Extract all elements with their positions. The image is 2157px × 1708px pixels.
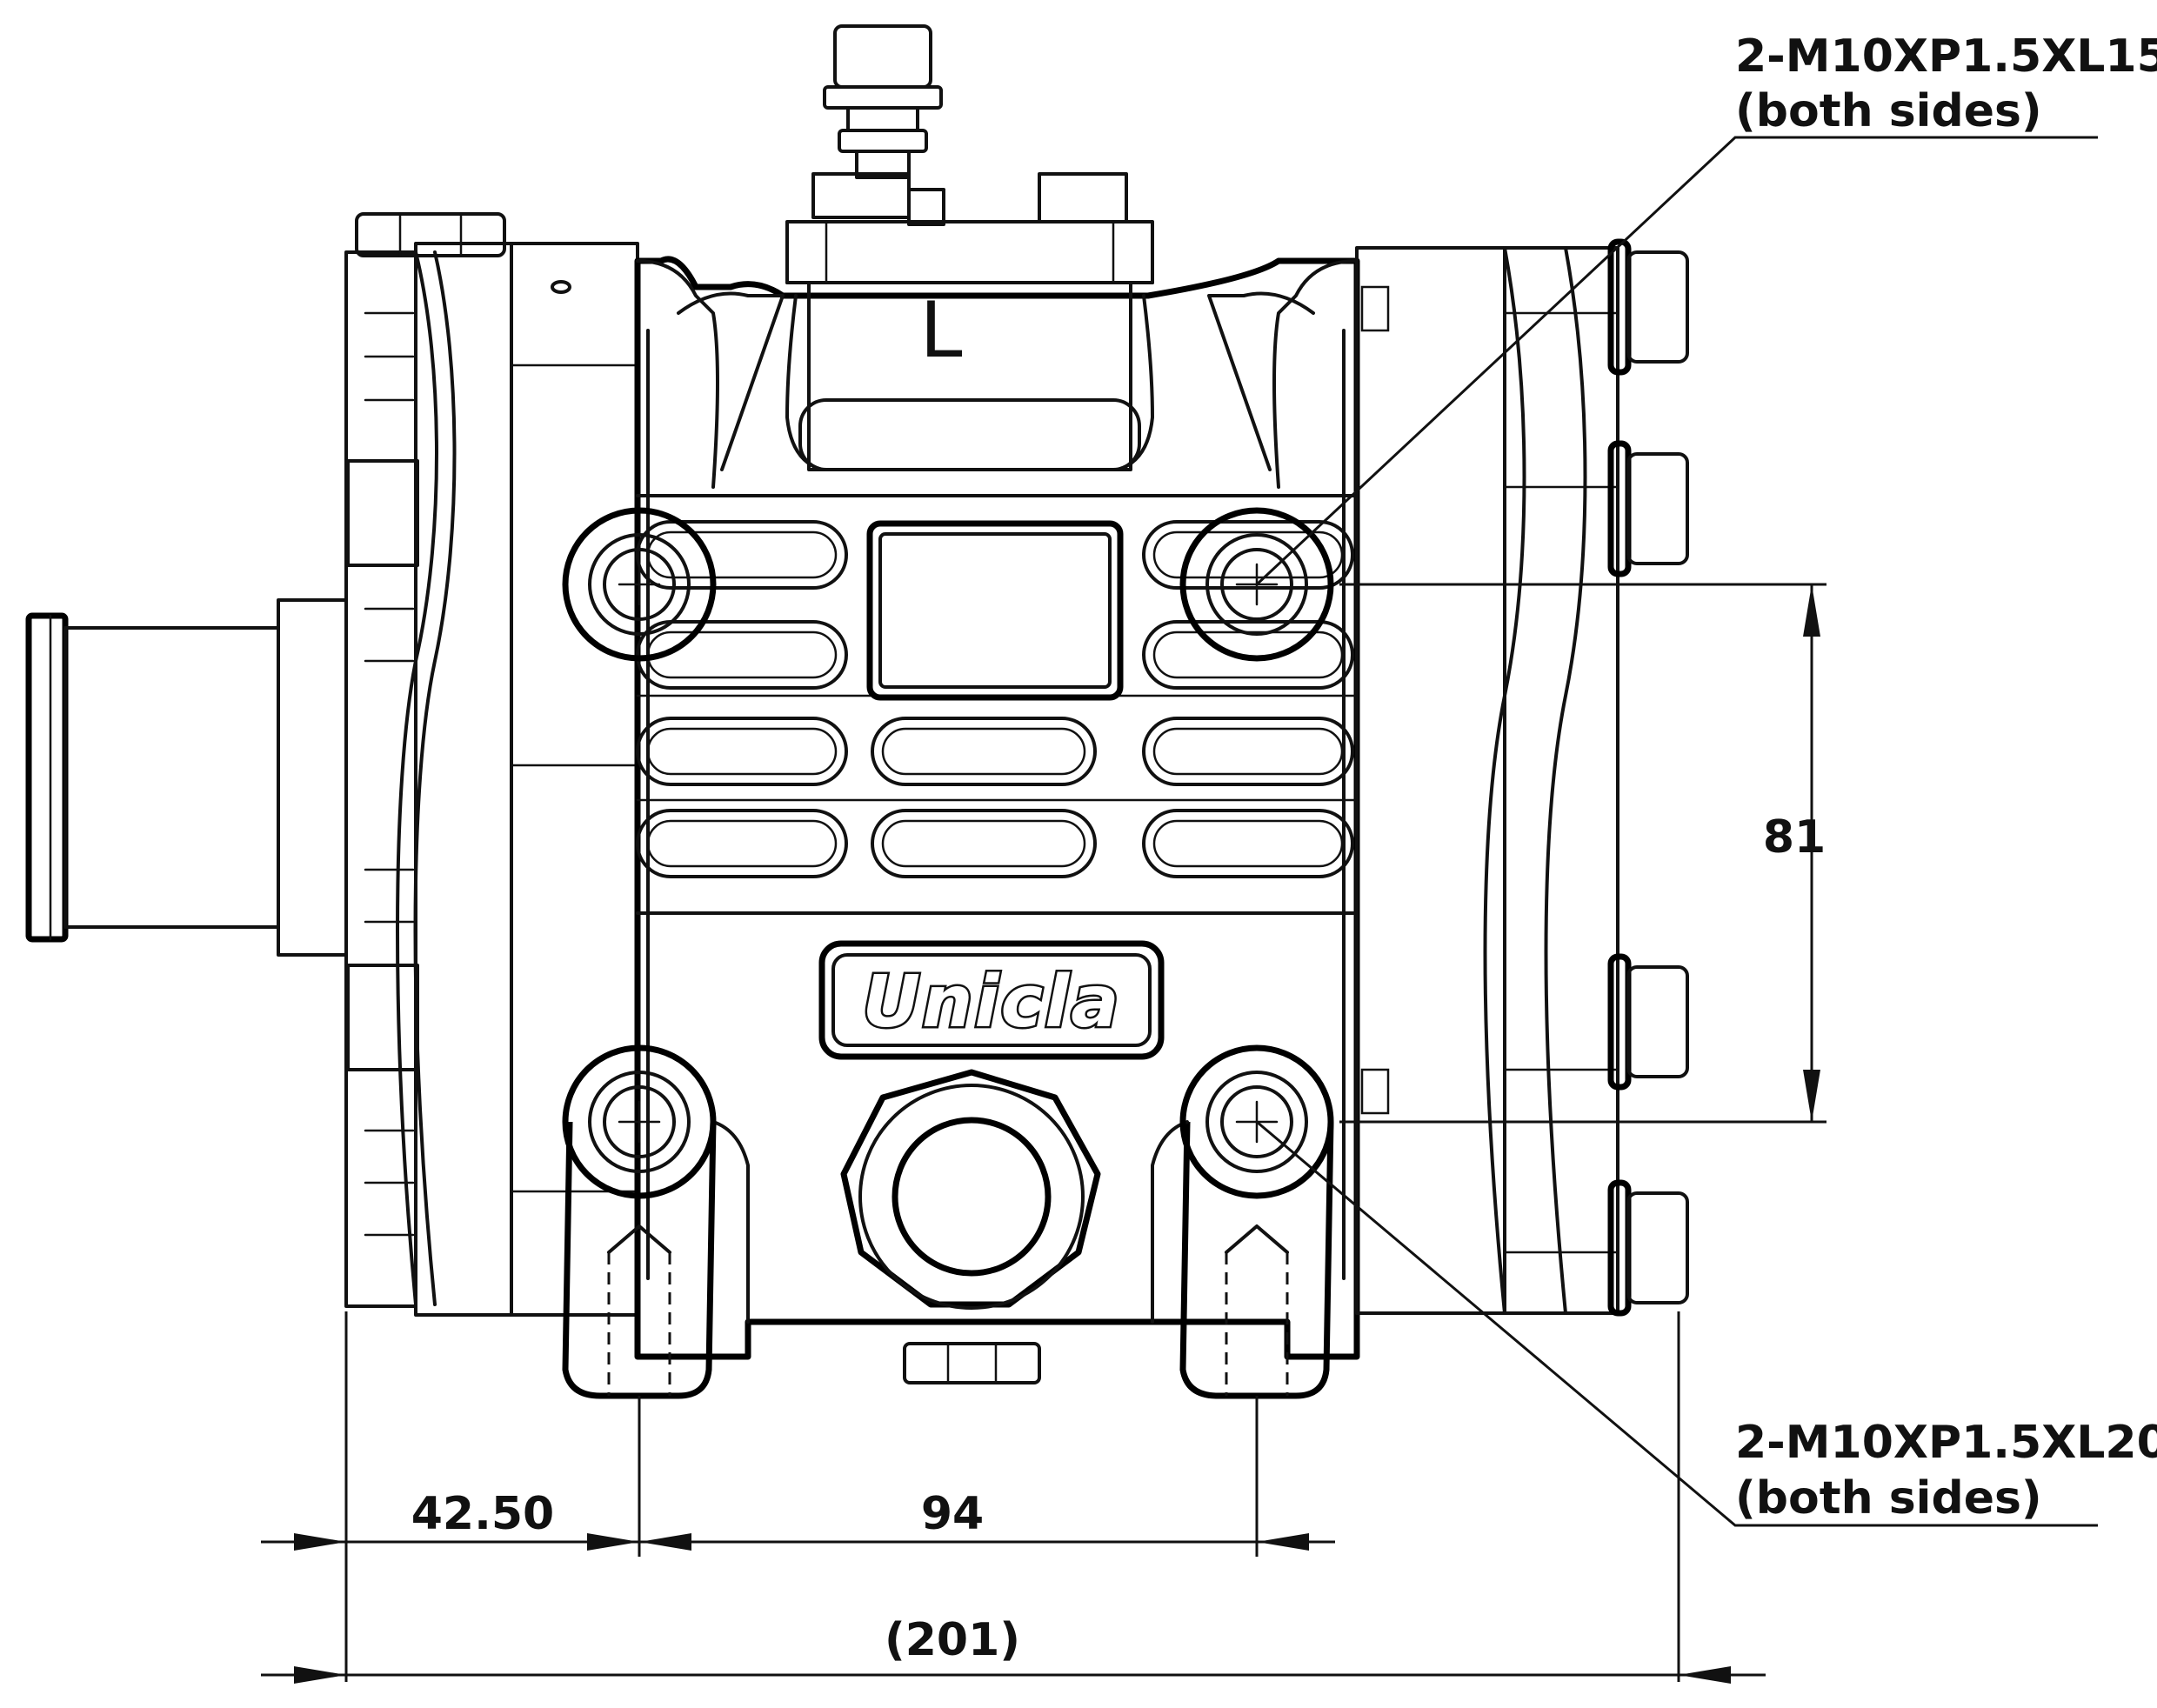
left-shoulder (636, 259, 719, 489)
callout-top-line1: 2-M10XP1.5XL15 (1735, 30, 2157, 83)
rear-head (1355, 246, 1619, 1315)
right-shoulder (1272, 259, 1359, 489)
bolt-upper-left (562, 507, 717, 662)
bolt-upper-right (1179, 507, 1334, 662)
left-web (677, 291, 785, 471)
bolt-bosses (562, 507, 1334, 1199)
housing-marker: L (919, 285, 962, 375)
dim-42-50: 42.50 (411, 1488, 554, 1540)
dimension-labels: 42.50 94 (201) 81 (411, 811, 1826, 1666)
label-plate (866, 520, 1124, 701)
compressor-body: L (25, 24, 1689, 1399)
clutch-hub (25, 598, 348, 957)
rear-studs (1607, 238, 1689, 1317)
brand-logo: Unicla (862, 961, 1120, 1044)
brand-plate: Unicla (818, 940, 1165, 1060)
dimension-lines (261, 136, 2098, 1684)
flange-fins (364, 311, 415, 1237)
front-head (414, 242, 639, 1317)
thread-callouts: 2-M10XP1.5XL15 (both sides) 2-M10XP1.5XL… (1735, 30, 2157, 1525)
right-web (1207, 291, 1315, 471)
callout-top-line2: (both sides) (1735, 85, 2042, 137)
callout-bottom-line1: 2-M10XP1.5XL20 (1735, 1417, 2157, 1469)
bolt-lower-left (562, 1044, 717, 1199)
dim-81: 81 (1763, 811, 1826, 864)
dim-201: (201) (885, 1614, 1020, 1666)
cooling-slots (636, 520, 1354, 878)
cylinder-block (634, 256, 1360, 1360)
service-valve: L (785, 24, 1154, 471)
oil-plug (840, 1069, 1101, 1384)
dim-94: 94 (921, 1488, 984, 1540)
callout-bottom-line2: (both sides) (1735, 1472, 2042, 1525)
front-flange (344, 212, 506, 1308)
